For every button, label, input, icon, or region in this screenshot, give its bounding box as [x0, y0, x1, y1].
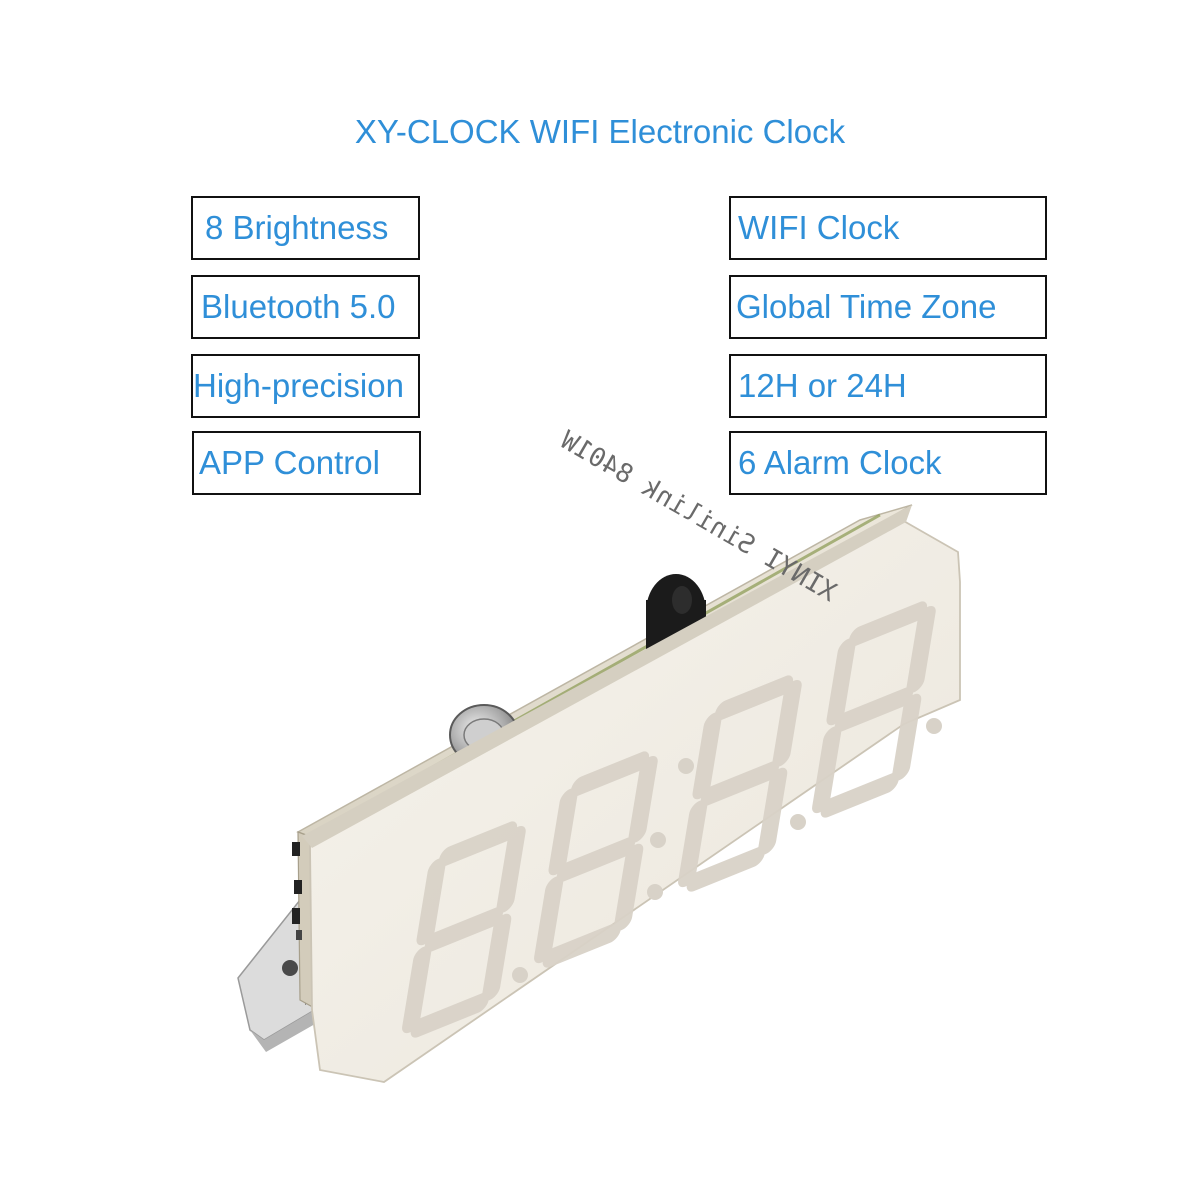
display-dots [512, 718, 942, 983]
feature-label: 8 Brightness [205, 209, 389, 246]
segment-digits [402, 601, 936, 1038]
feature-label: 12H or 24H [738, 367, 907, 404]
feature-label: High-precision [193, 367, 404, 404]
feature-box-bluetooth: Bluetooth 5.0 [191, 275, 420, 339]
page-title: XY-CLOCK WIFI Electronic Clock [354, 113, 846, 150]
feature-box-precision: High-precision [191, 354, 420, 418]
digit-2 [534, 751, 658, 968]
digit-3 [678, 675, 802, 892]
feature-box-hour-format: 12H or 24H [729, 354, 1047, 418]
feature-label: Global Time Zone [736, 288, 997, 325]
feature-label: Bluetooth 5.0 [201, 288, 396, 325]
feature-box-time-zone: Global Time Zone [729, 275, 1047, 339]
feature-box-app-control: APP Control [192, 431, 421, 495]
silkscreen-text: XINYI Sinilink 8401W [555, 425, 841, 608]
feature-box-wifi-clock: WIFI Clock [729, 196, 1047, 260]
digit-1 [402, 821, 526, 1038]
feature-label: WIFI Clock [738, 209, 900, 246]
feature-box-brightness: 8 Brightness [191, 196, 420, 260]
feature-box-alarm: 6 Alarm Clock [729, 431, 1047, 495]
digit-4 [812, 601, 936, 818]
feature-label: 6 Alarm Clock [738, 444, 942, 481]
feature-label: APP Control [199, 444, 380, 481]
